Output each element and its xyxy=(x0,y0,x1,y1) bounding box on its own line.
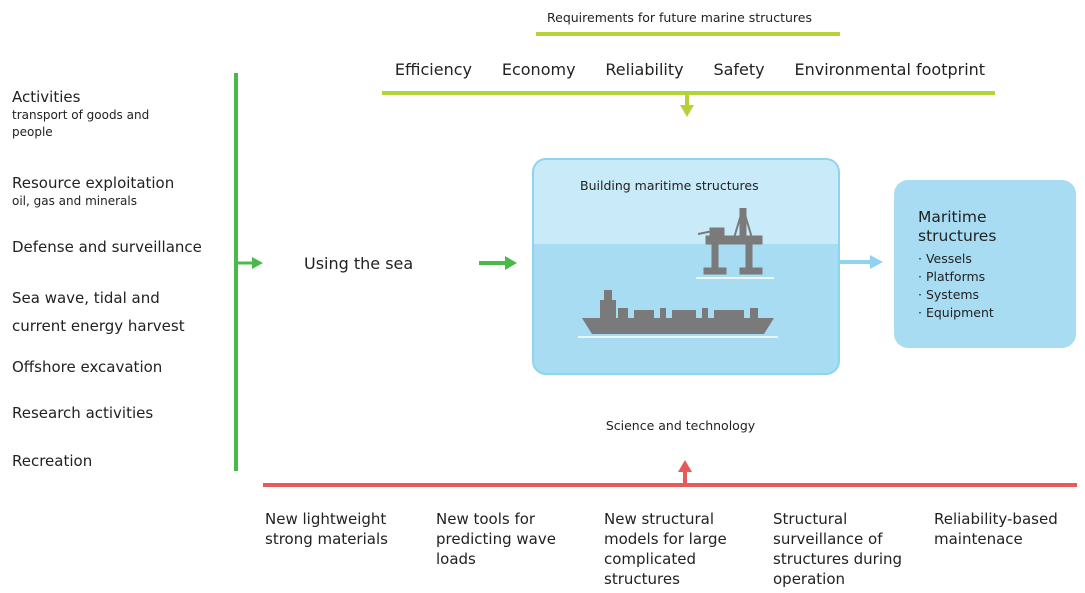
activity-item: Offshore excavation xyxy=(12,358,163,376)
science-item: New tools for predicting wave loads xyxy=(436,510,556,568)
sky-area xyxy=(534,160,838,244)
using-the-sea-label: Using the sea xyxy=(304,254,414,273)
activities-arrow-icon xyxy=(252,257,263,269)
oil-rig-icon xyxy=(696,208,774,279)
activity-item: Research activities xyxy=(12,404,154,422)
building-structures-box: Building maritime structures xyxy=(532,158,840,375)
requirements-list: Efficiency Economy Reliability Safety En… xyxy=(380,60,1000,79)
ship-icon xyxy=(578,290,778,338)
requirements-title: Requirements for future marine structure… xyxy=(547,10,812,25)
list-item: · Equipment xyxy=(918,305,994,320)
science-item: Structural surveillance of structures du… xyxy=(773,510,903,588)
list-item: · Platforms xyxy=(918,269,986,284)
requirement-safety: Safety xyxy=(713,60,765,79)
maritime-arrow-icon xyxy=(870,255,883,269)
activity-item: Sea wave, tidal and current energy harve… xyxy=(12,289,185,335)
requirements-arrow-icon xyxy=(680,105,694,117)
requirement-economy: Economy xyxy=(501,60,576,79)
list-item: · Vessels xyxy=(918,251,972,266)
requirement-reliability: Reliability xyxy=(605,60,684,79)
science-item: New lightweight strong materials xyxy=(265,510,388,548)
maritime-structures-box: Maritime structures · Vessels · Platform… xyxy=(894,180,1076,348)
list-item: · Systems xyxy=(918,287,980,302)
activity-item: Defense and surveillance xyxy=(12,238,202,256)
requirement-efficiency: Efficiency xyxy=(394,60,472,79)
science-item: Reliability-based maintenace xyxy=(934,510,1058,548)
activity-item: Resource exploitation oil, gas and miner… xyxy=(12,174,175,208)
activity-item: Recreation xyxy=(12,452,93,470)
using-sea-arrow-icon xyxy=(505,256,517,270)
building-structures-title: Building maritime structures xyxy=(580,178,759,193)
maritime-structures-list: · Vessels · Platforms · Systems · Equipm… xyxy=(918,250,994,322)
maritime-structures-title: Maritime structures xyxy=(918,208,997,245)
science-title: Science and technology xyxy=(605,418,756,433)
requirement-environmental: Environmental footprint xyxy=(794,60,986,79)
activity-item: Activities transport of goods and people xyxy=(12,88,150,139)
science-arrow-icon xyxy=(678,460,692,472)
science-item: New structural models for large complica… xyxy=(604,510,727,588)
